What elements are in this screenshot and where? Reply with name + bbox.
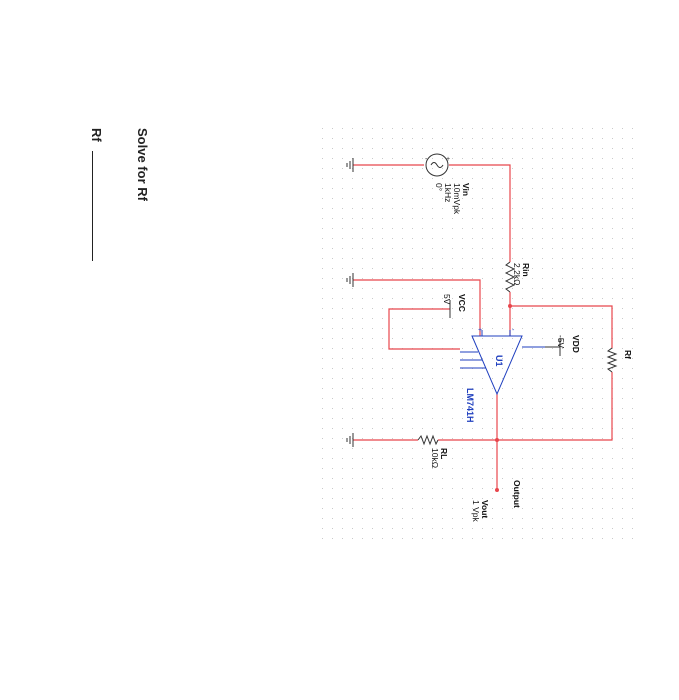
rin-label: Rin 2.2kΩ [512,263,531,286]
svg-text:+: + [478,327,482,334]
resistor-rl-icon [417,434,439,446]
wire-junction-rf [510,305,613,348]
answer-label: Rf [89,128,104,142]
output-net-label: Output [512,480,522,508]
wire-rf-output [497,372,613,441]
vcc-label: VCC 5V [442,294,467,312]
ground-icon [346,158,354,172]
ground-icon [346,433,354,447]
svg-text:-: - [425,156,428,163]
wires [353,164,613,490]
vdd-supply-icon [545,338,561,356]
junction-inv [508,304,512,308]
rl-label: RL 10kΩ [430,448,449,469]
vout-label: Vout 1 Vpk [471,500,490,522]
svg-text:-: - [512,327,515,334]
vdd-label: VDD -5V [556,335,581,353]
opamp-icon: + - [460,327,545,396]
wire-ground-noninv [353,279,481,336]
ac-source-icon: + - [425,153,450,177]
ground-icon [346,273,354,287]
output-probe [495,488,499,492]
rf-label: Rf [623,350,633,359]
opamp-ref-label: U1 [494,355,504,367]
wire-vcc [388,308,460,350]
resistor-rin-icon [504,261,516,293]
junction-out [495,438,499,442]
svg-text:+: + [446,156,450,163]
wire-vin-rin [449,164,511,262]
answer-blank[interactable] [92,151,93,262]
prompt-text: Solve for Rf [135,128,150,201]
vin-label: Vin 10mVpk 1kHz 0° [434,183,471,215]
answer-line[interactable]: Rf [89,128,104,262]
opamp-part-label: LM741H [465,388,475,423]
resistor-rf-icon [606,347,618,373]
